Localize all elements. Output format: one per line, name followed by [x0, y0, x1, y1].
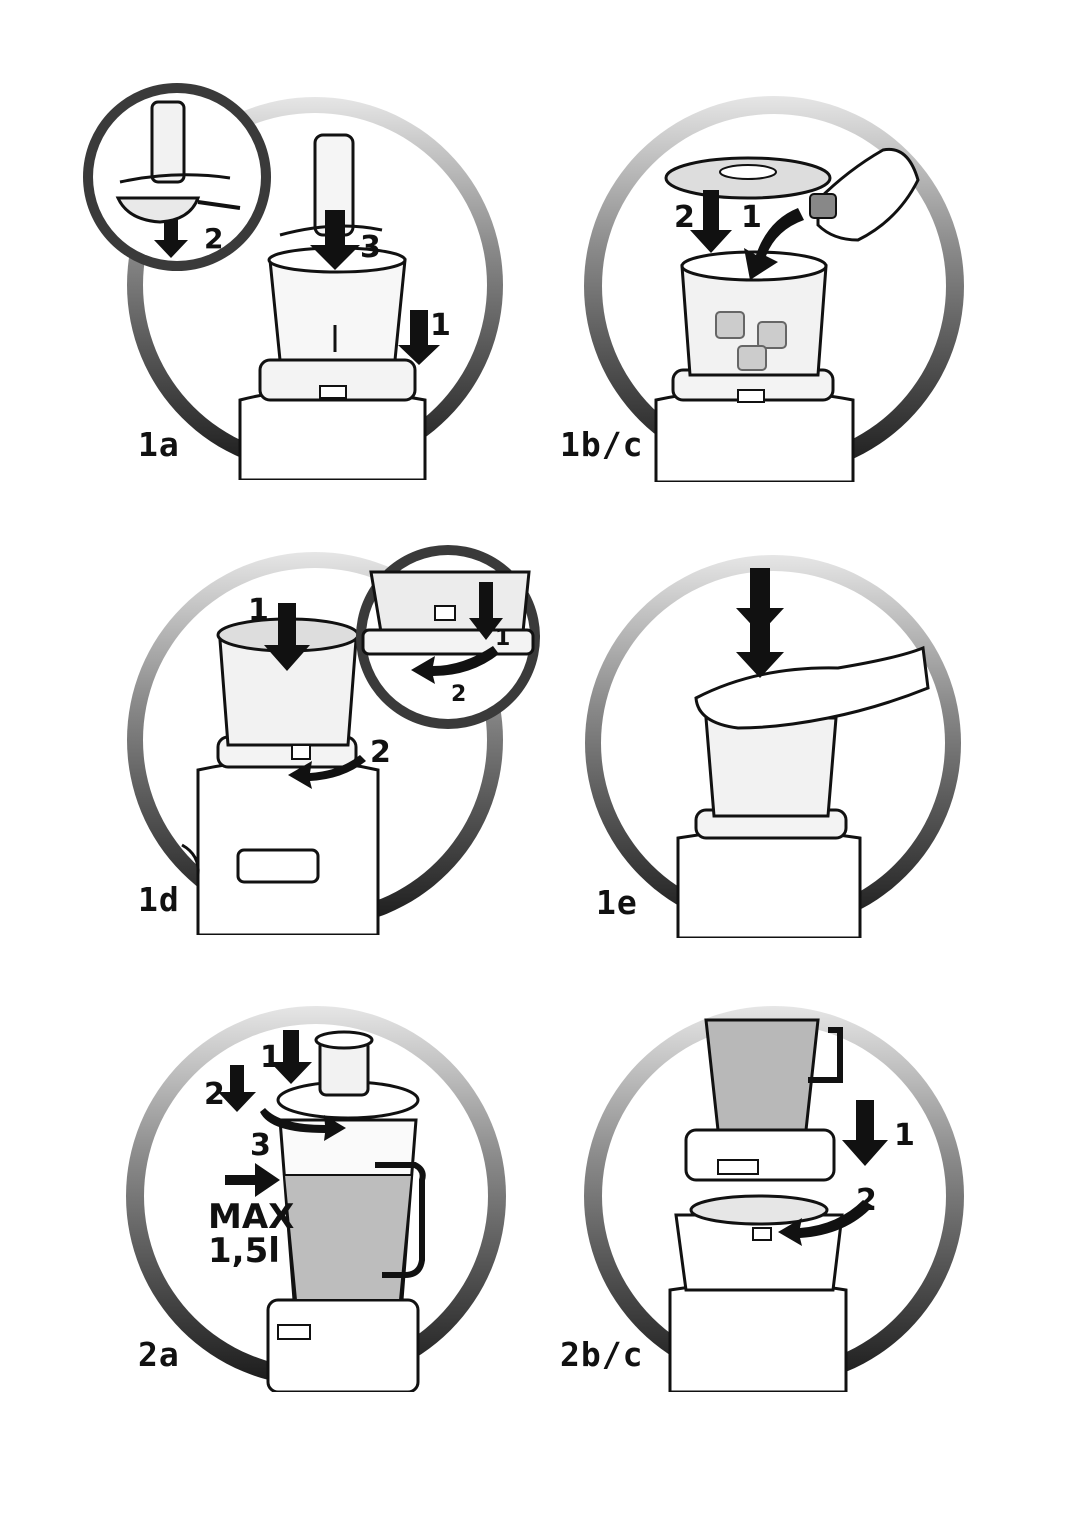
- inset-step-number-2: 2: [204, 222, 224, 255]
- inset-step-number-1: 1: [495, 626, 511, 651]
- step-number-3: 3: [250, 1128, 271, 1163]
- inset-illustration-1d: [356, 545, 540, 729]
- inset-1a: 2: [80, 80, 275, 275]
- step-number-3: 3: [360, 230, 381, 265]
- max-text: MAX: [208, 1197, 295, 1237]
- step-label-2a: 2a: [138, 1335, 180, 1374]
- step-number-1: 1: [248, 593, 269, 628]
- step-number-2: 2: [674, 200, 695, 235]
- illustration-2bc: [584, 1006, 964, 1394]
- inset-1d: 1 2: [353, 542, 543, 732]
- panel-1e: 1e: [578, 548, 968, 940]
- inset-illustration-1a: [83, 83, 271, 271]
- step-number-2: 2: [370, 735, 391, 770]
- step-label-1a: 1a: [138, 425, 180, 464]
- step-number-2: 2: [204, 1077, 225, 1112]
- panel-2bc: 1 2 2b/c: [560, 1000, 970, 1394]
- step-number-1: 1: [260, 1040, 281, 1075]
- illustration-1bc: [584, 96, 964, 484]
- step-label-2bc: 2b/c: [560, 1335, 644, 1374]
- max-capacity-label: MAX 1,5l: [208, 1200, 294, 1268]
- max-volume: 1,5l: [208, 1231, 280, 1271]
- step-label-1d: 1d: [138, 880, 180, 919]
- step-number-1: 1: [894, 1118, 915, 1153]
- step-number-1: 1: [741, 200, 762, 235]
- step-label-1e: 1e: [596, 883, 638, 922]
- step-number-1: 1: [430, 308, 451, 343]
- step-number-2: 2: [856, 1183, 877, 1218]
- panel-2a: 1 2 3 MAX 1,5l 2a: [120, 1000, 512, 1394]
- inset-step-number-2: 2: [451, 682, 467, 707]
- illustration-2a: [126, 1006, 506, 1394]
- step-label-1bc: 1b/c: [560, 425, 644, 464]
- illustration-1e: [585, 555, 961, 940]
- panel-1bc: 2 1 1b/c: [560, 90, 970, 484]
